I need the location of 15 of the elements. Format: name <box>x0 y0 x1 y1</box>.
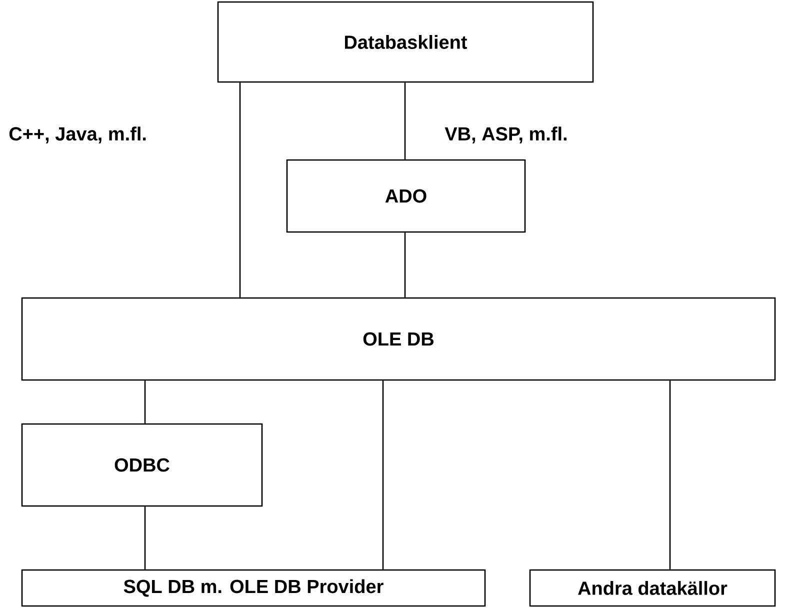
connector-line <box>239 82 241 298</box>
connector-line <box>404 232 406 298</box>
box: ODBC <box>21 423 263 507</box>
box: ADO <box>286 159 526 233</box>
edge-label: C++, Java, m.fl. <box>9 126 146 144</box>
connector-line <box>404 82 406 160</box>
box: Andra datakällor <box>529 569 776 607</box>
box: SQL DB m. OLE DB Provider <box>21 569 486 607</box>
connector-line <box>144 380 146 424</box>
connector-line <box>669 380 671 570</box>
box: OLE DB <box>21 297 776 381</box>
connector-line <box>382 380 384 570</box>
box: Databasklient <box>217 1 594 83</box>
edge-label: VB, ASP, m.fl. <box>444 126 567 144</box>
connector-line <box>144 506 146 570</box>
